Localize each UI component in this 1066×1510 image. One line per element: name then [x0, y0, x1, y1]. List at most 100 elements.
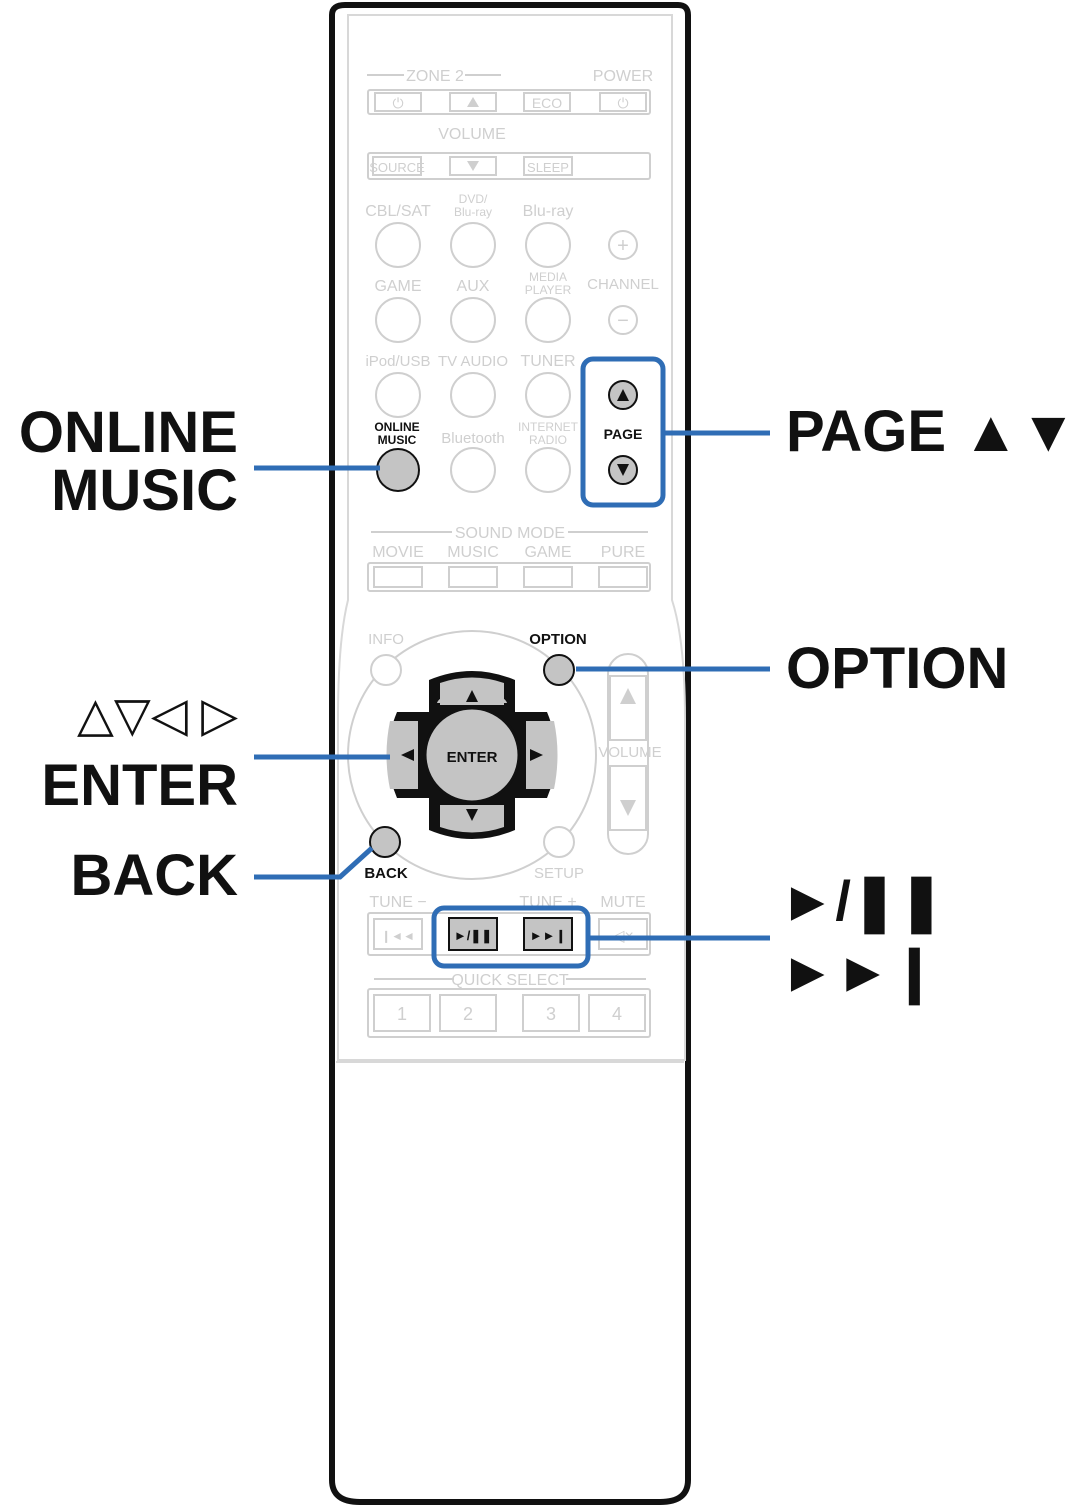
skip-callout: ►►❙	[780, 940, 938, 1003]
page-down-arrow-icon	[617, 464, 629, 476]
zone2-power-icon: ⏻	[392, 95, 403, 111]
quick-select-4-button[interactable]	[588, 994, 646, 1032]
online-music-button[interactable]	[376, 448, 420, 492]
tv-audio-button[interactable]	[450, 372, 496, 418]
tuner-label: TUNER	[520, 353, 575, 370]
media-label-line2: PLAYER	[525, 283, 572, 297]
music-button[interactable]	[448, 566, 498, 588]
volume-up-icon	[620, 688, 636, 704]
skip-next-button[interactable]	[523, 917, 573, 951]
left-arrow-glyph	[401, 749, 414, 761]
play-pause-callout: ►/❚❚	[780, 869, 945, 932]
zone2-button-row	[367, 89, 651, 115]
info-button[interactable]	[370, 654, 402, 686]
transport-row	[367, 912, 651, 956]
quick-select-2-label: 2	[463, 1004, 473, 1024]
back-label: BACK	[364, 865, 407, 882]
sound-mode-label: SOUND MODE	[455, 525, 565, 542]
page-label: PAGE	[604, 426, 643, 442]
volume-up-button[interactable]	[609, 675, 647, 741]
enter-label: ENTER	[447, 749, 498, 766]
aux-button[interactable]	[450, 297, 496, 343]
page-up-arrow-icon	[617, 389, 629, 401]
quick-select-4-label: 4	[612, 1004, 622, 1024]
page-callout: PAGE ▲▼	[786, 399, 1066, 464]
internet-radio-label-line2: RADIO	[529, 433, 567, 447]
dvd-button[interactable]	[450, 222, 496, 268]
bluray-button[interactable]	[525, 222, 571, 268]
zone2-label: ZONE 2	[406, 68, 464, 85]
quick-select-1-label: 1	[397, 1004, 407, 1024]
play-pause-icon: ►/❚❚	[454, 928, 492, 944]
game-label: GAME	[374, 278, 421, 295]
media-player-button[interactable]	[525, 297, 571, 343]
movie-label: MOVIE	[372, 544, 424, 561]
pure-label: PURE	[601, 544, 645, 561]
channel-down-button[interactable]	[608, 305, 638, 335]
option-label: OPTION	[529, 631, 587, 648]
volume-down-icon	[620, 800, 636, 816]
tuner-button[interactable]	[525, 372, 571, 418]
internet-radio-label-line1: INTERNET	[518, 420, 579, 434]
tv-audio-label: TV AUDIO	[438, 353, 508, 370]
back-leader-line	[254, 846, 374, 880]
previous-button[interactable]	[373, 918, 423, 950]
dvd-label-line1: DVD/	[459, 192, 488, 206]
sound-game-button[interactable]	[523, 566, 573, 588]
quick-select-3-button[interactable]	[522, 994, 580, 1032]
zone2-volume-down-button[interactable]	[449, 156, 497, 176]
volume-down-button[interactable]	[609, 765, 647, 831]
power-button[interactable]	[599, 92, 647, 112]
sleep-button[interactable]	[523, 156, 573, 176]
power-icon: ⏻	[617, 95, 628, 111]
online-music-label-line2: MUSIC	[378, 433, 417, 447]
option-callout: OPTION	[786, 636, 1009, 701]
enter-callout: ENTER	[41, 753, 238, 818]
zone2-volume-label: VOLUME	[438, 126, 506, 143]
eco-button[interactable]	[523, 92, 571, 112]
sound-game-label: GAME	[524, 544, 571, 561]
zone2-power-button[interactable]	[374, 92, 422, 112]
source-button[interactable]	[372, 156, 422, 176]
pure-button[interactable]	[598, 566, 648, 588]
enter-button[interactable]	[423, 706, 521, 804]
quick-select-1-button[interactable]	[373, 994, 431, 1032]
info-label: INFO	[368, 631, 404, 648]
music-label: MUSIC	[447, 544, 499, 561]
online-music-label-line1: ONLINE	[374, 420, 419, 434]
quick-select-2-button[interactable]	[439, 994, 497, 1032]
previous-icon: ❙◄◄	[381, 929, 415, 943]
dvd-label-line2: Blu-ray	[454, 205, 492, 219]
cbl-sat-label: CBL/SAT	[365, 203, 431, 220]
bluetooth-label: Bluetooth	[441, 430, 504, 447]
remote-inner-outline	[337, 14, 686, 1061]
volume-label: VOLUME	[598, 744, 661, 761]
zone2-down-arrow-icon	[467, 161, 479, 171]
back-button[interactable]	[369, 826, 401, 858]
option-button[interactable]	[543, 654, 575, 686]
zone2-up-arrow-icon	[467, 97, 479, 107]
quick-select-label: QUICK SELECT	[451, 972, 569, 989]
tune-minus-label: TUNE −	[369, 894, 426, 911]
mute-button[interactable]	[598, 918, 648, 950]
movie-button[interactable]	[373, 566, 423, 588]
ipod-button[interactable]	[375, 372, 421, 418]
setup-label: SETUP	[534, 865, 584, 882]
source-label: SOURCE	[369, 160, 425, 175]
plus-icon: +	[617, 235, 629, 257]
game-button[interactable]	[375, 297, 421, 343]
media-label-line1: MEDIA	[529, 270, 567, 284]
bluetooth-button[interactable]	[450, 447, 496, 493]
zone2-volume-up-button[interactable]	[449, 92, 497, 112]
sleep-label: SLEEP	[527, 160, 569, 175]
cbl-sat-button[interactable]	[375, 222, 421, 268]
mute-label: MUTE	[600, 894, 645, 911]
internet-radio-button[interactable]	[525, 447, 571, 493]
sound-mode-row	[367, 562, 651, 592]
online-music-callout: ONLINE MUSIC	[18, 400, 238, 523]
channel-up-button[interactable]	[608, 230, 638, 260]
setup-button[interactable]	[543, 826, 575, 858]
up-arrow-glyph	[466, 690, 478, 702]
play-pause-button[interactable]	[448, 917, 498, 951]
